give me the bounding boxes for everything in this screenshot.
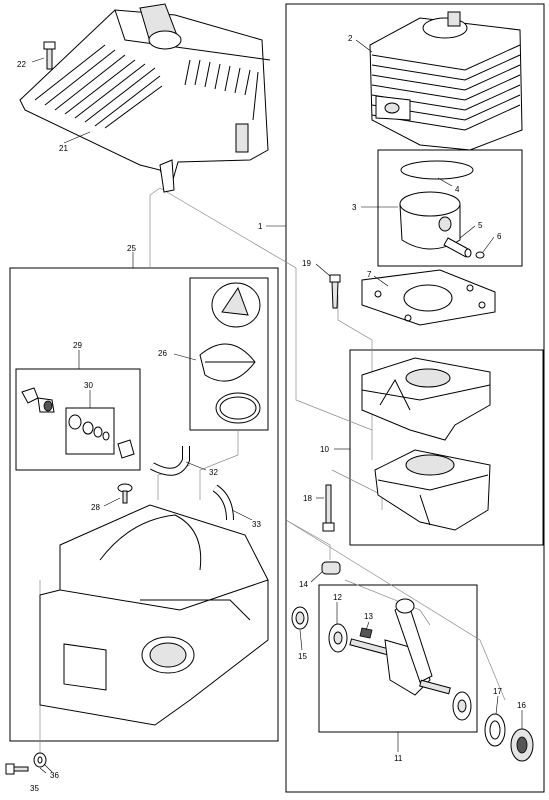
cylinder-gasket-7 bbox=[361, 269, 496, 326]
callout-7: 7 bbox=[367, 270, 372, 279]
callout-2: 2 bbox=[348, 34, 353, 43]
callout-10: 10 bbox=[320, 445, 329, 454]
cylinder-2 bbox=[369, 11, 523, 151]
bearing-12b bbox=[452, 691, 472, 721]
screw-35 bbox=[5, 763, 29, 775]
callout-labels: 1 2 3 4 5 6 7 10 11 12 13 14 15 16 17 18… bbox=[17, 34, 526, 793]
crankcase-upper-10 bbox=[361, 357, 491, 441]
callout-16: 16 bbox=[517, 701, 526, 710]
callout-36: 36 bbox=[50, 771, 59, 780]
oil-seal-16 bbox=[510, 728, 534, 762]
circlip-6 bbox=[475, 251, 485, 259]
air-filter-26 bbox=[199, 282, 261, 424]
callout-13: 13 bbox=[364, 612, 373, 621]
hose-32 bbox=[150, 446, 190, 476]
callout-18: 18 bbox=[303, 494, 312, 503]
piston-ring-4 bbox=[400, 160, 474, 180]
callout-17: 17 bbox=[493, 687, 502, 696]
needle-bearing-14 bbox=[321, 561, 341, 575]
bearing-12 bbox=[328, 623, 348, 653]
callout-28: 28 bbox=[91, 503, 100, 512]
callout-15: 15 bbox=[298, 652, 307, 661]
screw-19 bbox=[329, 274, 341, 309]
callout-25: 25 bbox=[127, 244, 136, 253]
leader-lines bbox=[31, 39, 523, 774]
callout-19: 19 bbox=[302, 259, 311, 268]
air-cleaner-box bbox=[9, 267, 279, 742]
filter-element-box bbox=[189, 277, 269, 431]
callout-12: 12 bbox=[333, 593, 342, 602]
washer-36 bbox=[33, 752, 47, 768]
callout-11: 11 bbox=[394, 754, 403, 763]
screw-22 bbox=[43, 41, 56, 70]
callout-4: 4 bbox=[455, 185, 460, 194]
bolt-18 bbox=[322, 484, 335, 532]
callout-33: 33 bbox=[252, 520, 261, 529]
callout-29: 29 bbox=[73, 341, 82, 350]
primer-pump-box bbox=[15, 368, 141, 471]
piston-3 bbox=[399, 191, 461, 250]
callout-22: 22 bbox=[17, 60, 26, 69]
primer-clip-29 bbox=[21, 387, 39, 404]
callout-3: 3 bbox=[352, 203, 357, 212]
callout-21: 21 bbox=[59, 144, 68, 153]
callout-30: 30 bbox=[84, 381, 93, 390]
hose-33 bbox=[212, 484, 234, 521]
callout-1: 1 bbox=[258, 222, 263, 231]
washer-17 bbox=[484, 713, 506, 747]
primer-cap-29 bbox=[117, 439, 135, 459]
oil-seal-15 bbox=[291, 606, 309, 630]
key-13 bbox=[359, 627, 373, 639]
crankshaft-11 bbox=[349, 598, 451, 696]
crankcase-lower-10 bbox=[374, 449, 491, 531]
shroud-cover-21 bbox=[19, 3, 271, 193]
primer-nozzle-29 bbox=[37, 397, 55, 413]
callout-26: 26 bbox=[158, 349, 167, 358]
crankcase-box bbox=[349, 349, 544, 546]
callout-35: 35 bbox=[30, 784, 39, 793]
callout-5: 5 bbox=[478, 221, 483, 230]
air-cleaner-body-25 bbox=[39, 504, 269, 726]
valve-parts-30 bbox=[68, 414, 110, 441]
piston-pin-5 bbox=[443, 237, 472, 258]
callout-32: 32 bbox=[209, 468, 218, 477]
callout-6: 6 bbox=[497, 232, 502, 241]
screw-28 bbox=[117, 483, 133, 504]
piston-kit-box bbox=[377, 149, 523, 267]
callout-14: 14 bbox=[299, 580, 308, 589]
engine-assembly-box bbox=[285, 3, 545, 793]
